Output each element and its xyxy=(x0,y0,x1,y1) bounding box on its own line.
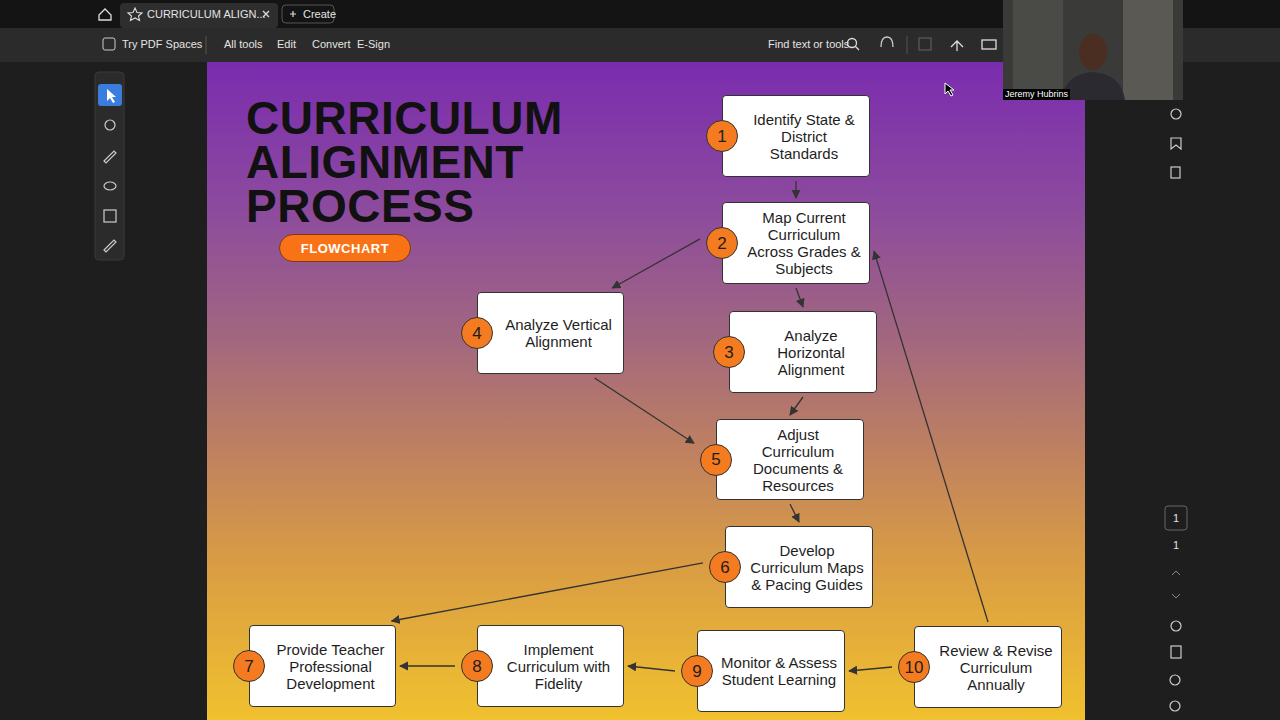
step-number: 2 xyxy=(717,235,726,252)
flow-arrow xyxy=(795,181,796,198)
process-box: Adjust Curriculum Documents & Resources5 xyxy=(716,419,864,500)
step-number: 8 xyxy=(472,658,481,675)
process-box: Identify State & District Standards1 xyxy=(722,95,870,177)
step-number: 6 xyxy=(720,559,729,576)
toolbar-button: E-Sign xyxy=(357,38,390,51)
step-number-circle: 8 xyxy=(461,650,493,682)
mouse-cursor xyxy=(944,82,958,98)
participant-name: Jeremy Hubrins xyxy=(1003,89,1070,100)
process-box: Monitor & Assess Student Learning9 xyxy=(697,630,845,712)
step-text: Develop Curriculum Maps & Pacing Guides xyxy=(748,542,866,593)
step-text: Map Current Curriculum Across Grades & S… xyxy=(745,209,863,277)
flow-arrow xyxy=(392,563,703,621)
step-number-circle: 6 xyxy=(709,551,741,583)
step-text: Implement Curriculum with Fidelity xyxy=(500,641,617,692)
process-box: Implement Curriculum with Fidelity8 xyxy=(477,625,624,707)
step-number: 9 xyxy=(692,663,701,680)
step-text: Analyze Vertical Alignment xyxy=(500,316,617,350)
step-number: 3 xyxy=(724,344,733,361)
toolbar-button: Edit xyxy=(277,38,296,51)
step-text: Identify State & District Standards xyxy=(745,111,863,162)
tab-title: CURRICULUM ALIGN... xyxy=(147,8,266,21)
process-box: Provide Teacher Professional Development… xyxy=(249,625,396,707)
flow-arrow xyxy=(796,288,803,307)
toolbar-button: All tools xyxy=(224,38,263,51)
diagram-title: CURRICULUM ALIGNMENT PROCESS xyxy=(246,96,576,228)
flow-arrow xyxy=(400,665,455,666)
flow-arrow xyxy=(628,666,675,671)
flow-arrow xyxy=(790,397,803,415)
step-number-circle: 7 xyxy=(233,650,265,682)
step-text: Monitor & Assess Student Learning xyxy=(720,654,838,688)
process-box: Analyze Vertical Alignment4 xyxy=(477,292,624,374)
step-number-circle: 10 xyxy=(898,651,930,683)
step-number: 4 xyxy=(472,325,481,342)
toolbar-button: Convert xyxy=(312,38,351,51)
step-number-circle: 4 xyxy=(461,317,493,349)
flow-arrow xyxy=(790,504,799,522)
tag-pill: FLOWCHART xyxy=(279,234,411,262)
step-number-circle: 2 xyxy=(706,227,738,259)
process-box: Review & Revise Curriculum Annually10 xyxy=(914,626,1062,708)
process-box: Map Current Curriculum Across Grades & S… xyxy=(722,202,870,284)
step-number: 1 xyxy=(717,128,726,145)
flow-arrow xyxy=(874,251,988,622)
flow-arrow xyxy=(595,378,694,443)
tag-text: FLOWCHART xyxy=(301,241,389,256)
step-number: 5 xyxy=(711,451,720,468)
flow-arrow xyxy=(612,239,700,288)
step-number: 7 xyxy=(244,658,253,675)
process-box: Develop Curriculum Maps & Pacing Guides6 xyxy=(725,526,873,608)
webcam-feed xyxy=(1003,0,1183,100)
step-text: Review & Revise Curriculum Annually xyxy=(937,642,1055,693)
step-number-circle: 1 xyxy=(706,120,738,152)
page-number: 1 xyxy=(1173,512,1179,525)
toolbar-button: Try PDF Spaces xyxy=(122,38,202,51)
step-text: Provide Teacher Professional Development xyxy=(272,641,389,692)
step-number: 10 xyxy=(905,659,924,676)
step-number-circle: 3 xyxy=(713,336,745,368)
step-number-circle: 5 xyxy=(700,444,732,476)
step-text: Adjust Curriculum Documents & Resources xyxy=(739,426,857,494)
search-label: Find text or tools xyxy=(768,38,849,51)
step-text: Analyze Horizontal Alignment xyxy=(752,327,870,378)
flow-arrow xyxy=(849,667,892,671)
new-tab-button: Create xyxy=(303,8,336,21)
process-box: Analyze Horizontal Alignment3 xyxy=(729,311,877,393)
page-count: 1 xyxy=(1173,539,1179,552)
step-number-circle: 9 xyxy=(681,655,713,687)
